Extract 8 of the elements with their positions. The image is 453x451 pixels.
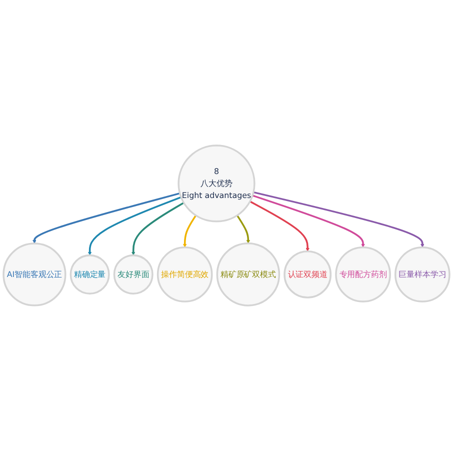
arrow xyxy=(252,194,365,248)
arrow xyxy=(131,202,184,256)
arrow xyxy=(236,214,250,244)
arrow xyxy=(253,191,424,248)
arrow xyxy=(88,196,182,256)
arrow xyxy=(32,192,180,244)
arrow xyxy=(250,200,310,252)
arrow xyxy=(182,214,197,248)
